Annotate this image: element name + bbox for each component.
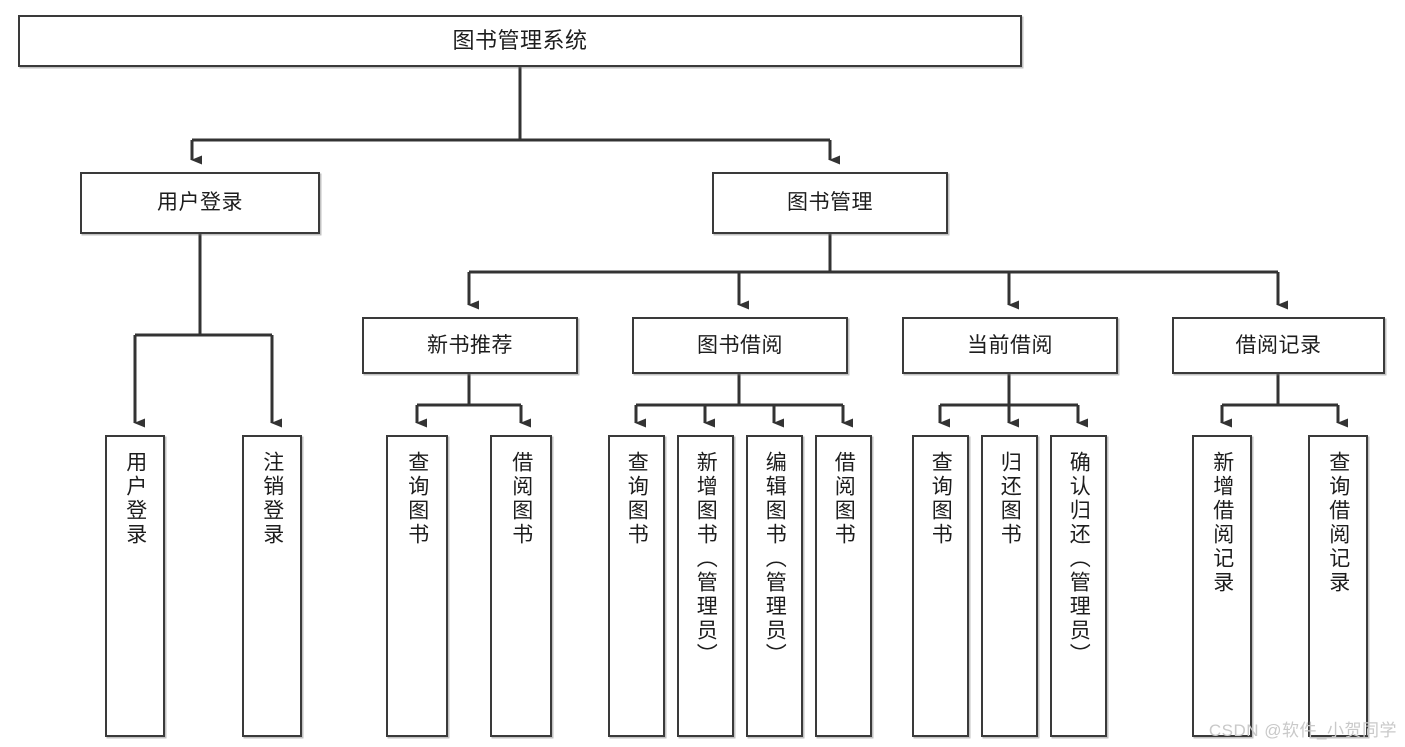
leaf-query-borrow-record[interactable]: 查询借阅记录 [1308, 435, 1368, 737]
node-label: 新增借阅记录 [1210, 451, 1234, 595]
leaf-add-borrow-record[interactable]: 新增借阅记录 [1192, 435, 1252, 737]
node-label: 确认归还（管理员） [1067, 451, 1091, 667]
node-label: 查询图书 [625, 451, 649, 547]
leaf-user-logout[interactable]: 注销登录 [242, 435, 302, 737]
node-label: 借阅图书 [832, 451, 856, 547]
node-label: 查询图书 [929, 451, 953, 547]
leaf-query-book-current[interactable]: 查询图书 [912, 435, 969, 737]
node-label: 借阅图书 [509, 451, 533, 547]
node-label: 用户登录 [157, 191, 243, 215]
leaf-query-book-recommend[interactable]: 查询图书 [386, 435, 448, 737]
node-label: 查询图书 [405, 451, 429, 547]
leaf-edit-book-admin[interactable]: 编辑图书（管理员） [746, 435, 803, 737]
node-label: 图书借阅 [697, 333, 783, 357]
csdn-watermark: CSDN @软件_小贺同学 [1208, 721, 1397, 740]
leaf-return-book[interactable]: 归还图书 [981, 435, 1038, 737]
leaf-user-login[interactable]: 用户登录 [105, 435, 165, 737]
leaf-add-book-admin[interactable]: 新增图书（管理员） [677, 435, 734, 737]
node-label: 用户登录 [123, 451, 147, 547]
leaf-borrow-book[interactable]: 借阅图书 [815, 435, 872, 737]
node-label: 注销登录 [260, 451, 284, 547]
node-new-book-recommend[interactable]: 新书推荐 [362, 317, 578, 374]
node-label: 图书管理系统 [452, 27, 588, 53]
node-label: 当前借阅 [967, 333, 1053, 357]
leaf-query-book-borrow[interactable]: 查询图书 [608, 435, 665, 737]
node-borrow-record[interactable]: 借阅记录 [1172, 317, 1385, 374]
node-label: 新增图书（管理员） [694, 451, 718, 667]
node-root-system[interactable]: 图书管理系统 [18, 15, 1022, 67]
node-book-management[interactable]: 图书管理 [712, 172, 948, 234]
node-label: 借阅记录 [1235, 333, 1322, 357]
leaf-confirm-return-admin[interactable]: 确认归还（管理员） [1050, 435, 1107, 737]
node-book-borrow[interactable]: 图书借阅 [632, 317, 848, 374]
node-label: 查询借阅记录 [1326, 451, 1350, 595]
node-label: 新书推荐 [427, 333, 513, 357]
leaf-borrow-book-recommend[interactable]: 借阅图书 [490, 435, 552, 737]
node-user-login[interactable]: 用户登录 [80, 172, 320, 234]
node-label: 编辑图书（管理员） [763, 451, 787, 667]
node-label: 图书管理 [787, 191, 873, 215]
node-label: 归还图书 [998, 451, 1022, 547]
node-current-borrow[interactable]: 当前借阅 [902, 317, 1118, 374]
